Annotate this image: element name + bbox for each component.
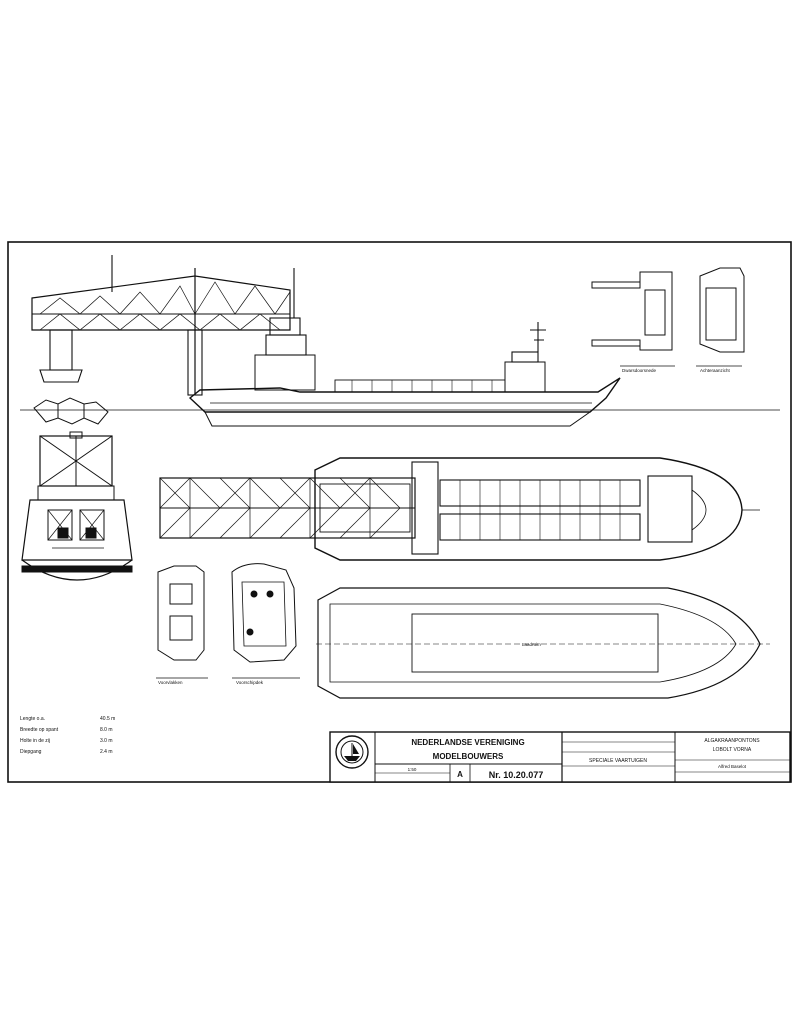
dimension-value: 3.0 m [100,738,113,744]
dimension-label: Holte in de zij [20,738,50,744]
dimension-label: Lengte o.a. [20,716,45,722]
section-detail-a [591,271,675,367]
deck-b-label: Voorschipdek [236,680,264,685]
dimension-row: Breedte op spant 8.0 m [20,727,113,733]
title-block: NEDERLANDSE VERENIGING MODELBOUWERS 1:50… [329,731,791,783]
sheet-code: A [457,770,463,779]
hold-plan [316,587,770,699]
ship-name-line2: LOBOLT VORNA [713,747,752,753]
deck-a-label: Voorvlakken [158,680,183,685]
dimension-row: Diepgang 2.4 m [20,749,113,755]
dimension-value: 2.4 m [100,749,113,755]
deck-detail-b [231,563,300,679]
dimension-label: Breedte op spant [20,727,59,733]
nvm-logo-seal [335,735,369,769]
category-text: SPECIALE VAARTUIGEN [589,758,647,764]
drawing-number: Nr. 10.20.077 [489,770,544,780]
side-elevation [20,255,780,427]
grab-bucket [33,397,109,425]
ship-name-line3: Alfred Baselot [718,764,747,769]
plan-a-label: Dwarsdoorsnede [622,368,657,373]
dimension-value: 8.0 m [100,727,113,733]
org-name-line2: MODELBOUWERS [433,752,504,761]
plan-view [159,457,760,561]
scale-text: 1:50 [408,767,417,772]
section-detail-b [696,267,745,367]
dimension-value: 40.5 m [100,716,115,722]
plan-b-label: Achteraanzicht [700,368,731,373]
dimension-label: Diepgang [20,749,42,755]
dimension-row: Holte in de zij 3.0 m [20,738,113,744]
ship-name-line1: ALGAKRAANPONTONS [704,738,760,744]
front-view [21,431,133,581]
sheet-border [7,241,792,783]
dimensions-table: Lengte o.a. 40.5 m Breedte op spant 8.0 … [20,716,115,755]
org-name-line1: NEDERLANDSE VERENIGING [411,738,524,747]
deck-detail-a [156,565,208,679]
hold-label: Laadruim [522,642,541,647]
dimension-row: Lengte o.a. 40.5 m [20,716,115,722]
